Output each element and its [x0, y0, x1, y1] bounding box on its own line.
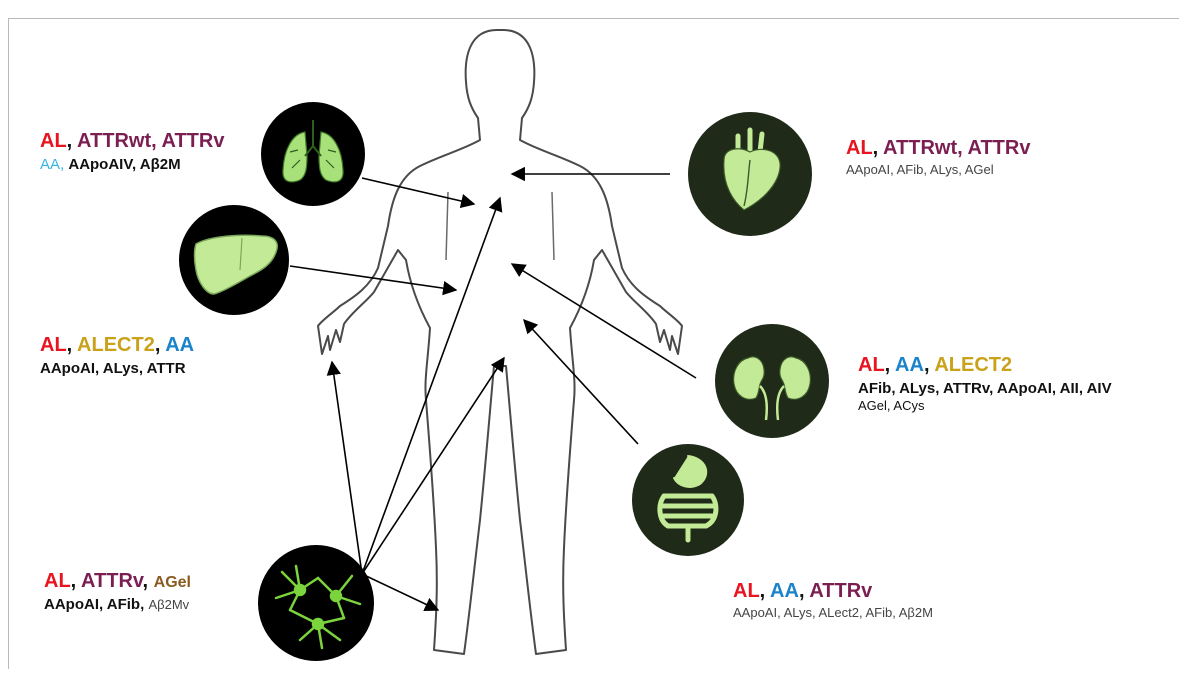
liver-label-line2: AApoAI, ALys, ATTR	[40, 360, 194, 377]
arrow-lungs	[362, 178, 474, 204]
liver-circle	[179, 205, 289, 315]
gut-circle	[632, 444, 744, 556]
kidneys-circle	[715, 324, 829, 438]
arrow-liver	[290, 266, 456, 290]
kidneys-label-line3: AGel, ACys	[858, 399, 1112, 414]
lungs-circle	[261, 102, 365, 206]
arrow-kidneys	[512, 264, 696, 378]
nerves-circle	[258, 545, 374, 661]
nerves-label: AL, ATTRv, AGel AApoAI, AFib, Aβ2Mv	[44, 570, 191, 613]
liver-label: AL, ALECT2, AA AApoAI, ALys, ATTR	[40, 334, 194, 377]
nerves-label-line2: AApoAI, AFib, Aβ2Mv	[44, 596, 191, 613]
nerves-label-line1: AL, ATTRv, AGel	[44, 570, 191, 593]
heart-label-line2: AApoAI, AFib, ALys, AGel	[846, 163, 1030, 178]
lungs-label-line2: AA, AApoAIV, Aβ2M	[40, 156, 224, 173]
kidneys-label-line2: AFib, ALys, ATTRv, AApoAI, AII, AIV	[858, 380, 1112, 397]
kidneys-label-line1: AL, AA, ALECT2	[858, 354, 1112, 377]
heart-label: AL, ATTRwt, ATTRv AApoAI, AFib, ALys, AG…	[846, 137, 1030, 178]
liver-label-line1: AL, ALECT2, AA	[40, 334, 194, 357]
lungs-label: AL, ATTRwt, ATTRv AA, AApoAIV, Aβ2M	[40, 130, 224, 173]
arrow-nerves-hand	[332, 362, 362, 574]
gut-label-line1: AL, AA, ATTRv	[733, 580, 933, 603]
arrow-gut	[524, 320, 638, 444]
gut-label-line2: AApoAI, ALys, ALect2, AFib, Aβ2M	[733, 606, 933, 621]
right-arm-crease	[552, 192, 554, 260]
human-body-outline	[318, 30, 682, 654]
left-arm-crease	[446, 192, 448, 260]
heart-circle	[688, 112, 812, 236]
arrow-nerves-pelvis	[362, 358, 504, 574]
lungs-label-line1: AL, ATTRwt, ATTRv	[40, 130, 224, 153]
heart-label-line1: AL, ATTRwt, ATTRv	[846, 137, 1030, 160]
kidneys-label: AL, AA, ALECT2 AFib, ALys, ATTRv, AApoAI…	[858, 354, 1112, 414]
gut-label: AL, AA, ATTRv AApoAI, ALys, ALect2, AFib…	[733, 580, 933, 621]
